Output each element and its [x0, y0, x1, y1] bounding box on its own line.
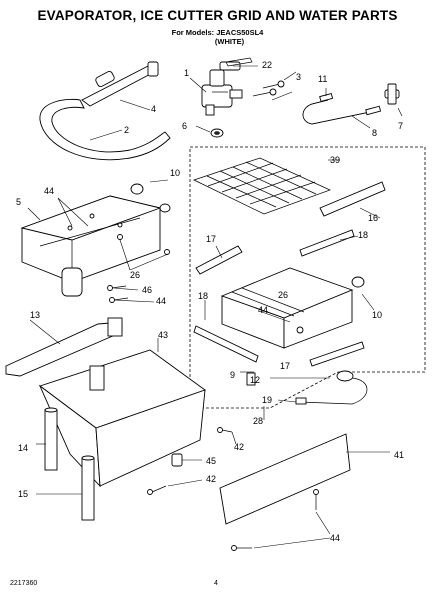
nut-part [210, 128, 224, 138]
thermostat-part [295, 370, 368, 405]
fitting-part [384, 83, 400, 105]
callout-5: 5 [16, 197, 21, 207]
callout-14: 14 [18, 443, 28, 453]
callout-44c: 44 [258, 305, 268, 315]
callout-10a: 10 [170, 168, 180, 178]
callout-44b: 44 [156, 296, 166, 306]
callout-39: 39 [330, 155, 340, 165]
callout-22: 22 [262, 60, 272, 70]
ice-guide-part [5, 317, 123, 377]
grid-rail-part [193, 229, 365, 367]
callout-8: 8 [372, 128, 377, 138]
water-valve-part [201, 61, 243, 116]
doc-number: 2217360 [10, 580, 38, 587]
screw-part [252, 80, 285, 97]
callout-16: 16 [368, 213, 378, 223]
callout-42b: 42 [206, 474, 216, 484]
callout-19: 19 [262, 395, 272, 405]
clip-part [225, 57, 253, 67]
plug-part [130, 183, 365, 288]
grid-frame-part [220, 267, 354, 349]
callout-42a: 42 [234, 442, 244, 452]
grid-assembly-outline [189, 146, 426, 409]
callout-46: 46 [142, 285, 152, 295]
front-panel-part [219, 433, 351, 525]
callout-17b: 17 [280, 361, 290, 371]
screw-part [231, 489, 319, 551]
evaporator-bracket-part [20, 195, 162, 297]
callout-44d: 44 [330, 533, 340, 543]
callout-18b: 18 [198, 291, 208, 301]
callout-2: 2 [124, 125, 129, 135]
support-rod-part [44, 407, 95, 521]
screw-part [147, 427, 233, 495]
callout-45: 45 [206, 456, 216, 466]
water-tube-part [302, 92, 382, 125]
callout-18a: 18 [358, 230, 368, 240]
callout-4: 4 [151, 104, 156, 114]
grid-cover-part [319, 181, 386, 217]
handle-upper-part [81, 61, 159, 107]
callout-26a: 26 [130, 270, 140, 280]
callout-1: 1 [184, 68, 189, 78]
diagram-title: EVAPORATOR, ICE CUTTER GRID AND WATER PA… [37, 8, 398, 23]
callout-10b: 10 [372, 310, 382, 320]
callout-3: 3 [296, 72, 301, 82]
foot-part [171, 453, 183, 467]
callout-44a: 44 [44, 186, 54, 196]
callout-13: 13 [30, 310, 40, 320]
handle-loop-part [39, 99, 171, 161]
callout-41: 41 [394, 450, 404, 460]
callout-26b: 26 [278, 290, 288, 300]
callout-11: 11 [318, 74, 327, 84]
leader-lines [27, 65, 403, 549]
callout-7: 7 [398, 121, 403, 131]
callout-12: 12 [250, 375, 260, 385]
callout-6: 6 [182, 121, 187, 131]
screw-part [107, 234, 170, 303]
callout-43: 43 [158, 330, 168, 340]
callout-15: 15 [18, 489, 28, 499]
callout-9: 9 [230, 370, 235, 380]
color-line: (WHITE) [214, 37, 245, 46]
callout-17a: 17 [206, 234, 216, 244]
page-number: 4 [214, 580, 218, 587]
callout-28: 28 [253, 416, 263, 426]
clip-part [246, 372, 256, 386]
models-line: For Models: JEACS50SL4 [171, 28, 264, 37]
cutter-grid-part [193, 157, 331, 215]
